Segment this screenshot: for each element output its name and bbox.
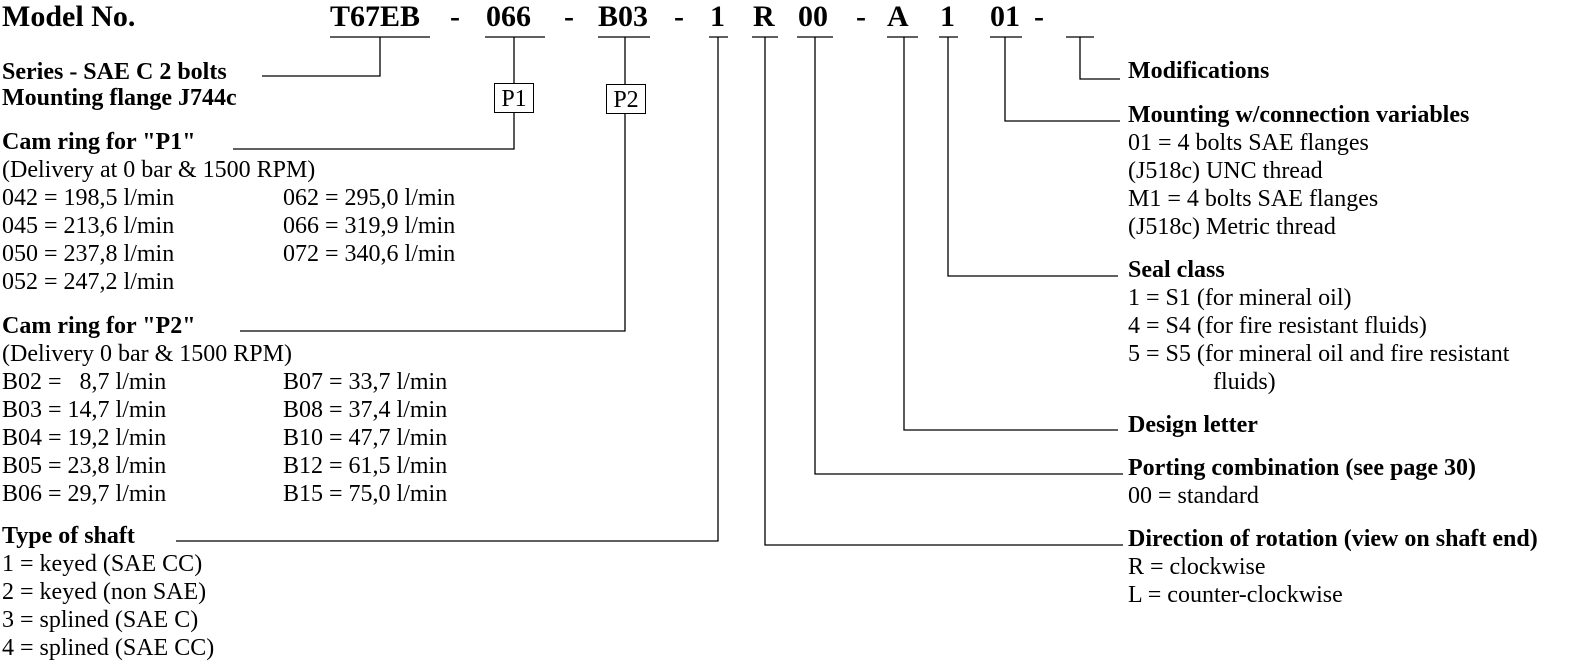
cam-p1-title: Cam ring for "P1" <box>2 129 196 155</box>
shaft-title: Type of shaft <box>2 523 135 549</box>
seal-title: Seal class <box>1128 257 1225 283</box>
mounting-item: M1 = 4 bolts SAE flanges <box>1128 186 1379 212</box>
code-seal: 1 <box>940 0 955 33</box>
leader-seal <box>947 37 1118 277</box>
design-title: Design letter <box>1128 412 1258 438</box>
modifications-title: Modifications <box>1128 58 1270 84</box>
code-separator: - <box>1034 0 1044 33</box>
cam-p2-item: B12 = 61,5 l/min <box>283 453 448 479</box>
p2-box: P2 <box>606 84 646 114</box>
code-p2: B03 <box>598 0 649 33</box>
rotation-item: L = counter-clockwise <box>1128 582 1343 608</box>
code-p1: 066 <box>486 0 531 33</box>
code-design: A <box>887 0 909 33</box>
mounting-item: 01 = 4 bolts SAE flanges <box>1128 130 1369 156</box>
cam-p2-item: B05 = 23,8 l/min <box>2 453 167 479</box>
cam-p1-item: 062 = 295,0 l/min <box>283 185 456 211</box>
p1-box: P1 <box>494 83 534 113</box>
cam-p2-item: B10 = 47,7 l/min <box>283 425 448 451</box>
series-title: Series - SAE C 2 bolts <box>2 59 227 85</box>
rotation-item: R = clockwise <box>1128 554 1266 580</box>
code-separator: - <box>450 0 460 33</box>
leader-series <box>262 37 381 77</box>
cam-p2-subtitle: (Delivery 0 bar & 1500 RPM) <box>2 341 292 367</box>
leader-shaft <box>176 37 719 542</box>
cam-p1-item: 072 = 340,6 l/min <box>283 241 456 267</box>
shaft-item: 3 = splined (SAE C) <box>2 607 199 633</box>
leader-design <box>903 37 1118 431</box>
leader-mounting <box>1004 37 1120 122</box>
series-subtitle: Mounting flange J744c <box>2 85 237 111</box>
leader-p1 <box>233 112 515 150</box>
mounting-item: (J518c) Metric thread <box>1128 214 1336 240</box>
seal-item: 1 = S1 (for mineral oil) <box>1128 285 1352 311</box>
cam-p1-subtitle: (Delivery at 0 bar & 1500 RPM) <box>2 157 316 183</box>
porting-item: 00 = standard <box>1128 483 1259 509</box>
cam-p1-item: 045 = 213,6 l/min <box>2 213 175 239</box>
cam-p2-item: B04 = 19,2 l/min <box>2 425 167 451</box>
cam-p2-item: B03 = 14,7 l/min <box>2 397 167 423</box>
code-separator: - <box>856 0 866 33</box>
code-porting: 00 <box>798 0 828 33</box>
mounting-title: Mounting w/connection variables <box>1128 102 1470 128</box>
cam-p1-item: 050 = 237,8 l/min <box>2 241 175 267</box>
model-label: Model No. <box>2 0 136 33</box>
leader-p2 <box>240 114 626 332</box>
cam-p2-item: B15 = 75,0 l/min <box>283 481 448 507</box>
cam-p1-item: 066 = 319,9 l/min <box>283 213 456 239</box>
cam-p1-item: 042 = 198,5 l/min <box>2 185 175 211</box>
cam-p2-item: B06 = 29,7 l/min <box>2 481 167 507</box>
seal-item: 5 = S5 (for mineral oil and fire resista… <box>1128 341 1510 367</box>
leader-porting <box>814 37 1123 475</box>
cam-p2-item: B02 = 8,7 l/min <box>2 369 167 395</box>
leader-rotation <box>764 37 1123 546</box>
cam-p1-item: 052 = 247,2 l/min <box>2 269 175 295</box>
seal-item: fluids) <box>1213 369 1276 395</box>
code-separator: - <box>674 0 684 33</box>
seal-item: 4 = S4 (for fire resistant fluids) <box>1128 313 1427 339</box>
code-shaft: 1 <box>710 0 725 33</box>
porting-title: Porting combination (see page 30) <box>1128 455 1476 481</box>
leader-modifications <box>1079 37 1120 80</box>
cam-p2-item: B08 = 37,4 l/min <box>283 397 448 423</box>
rotation-title: Direction of rotation (view on shaft end… <box>1128 526 1538 552</box>
cam-p2-item: B07 = 33,7 l/min <box>283 369 448 395</box>
code-series: T67EB <box>330 0 421 33</box>
code-mounting: 01 <box>990 0 1020 33</box>
cam-p2-title: Cam ring for "P2" <box>2 313 196 339</box>
shaft-item: 4 = splined (SAE CC) <box>2 635 215 661</box>
code-separator: - <box>564 0 574 33</box>
mounting-item: (J518c) UNC thread <box>1128 158 1323 184</box>
shaft-item: 1 = keyed (SAE CC) <box>2 551 203 577</box>
code-rotation: R <box>753 0 775 33</box>
shaft-item: 2 = keyed (non SAE) <box>2 579 207 605</box>
